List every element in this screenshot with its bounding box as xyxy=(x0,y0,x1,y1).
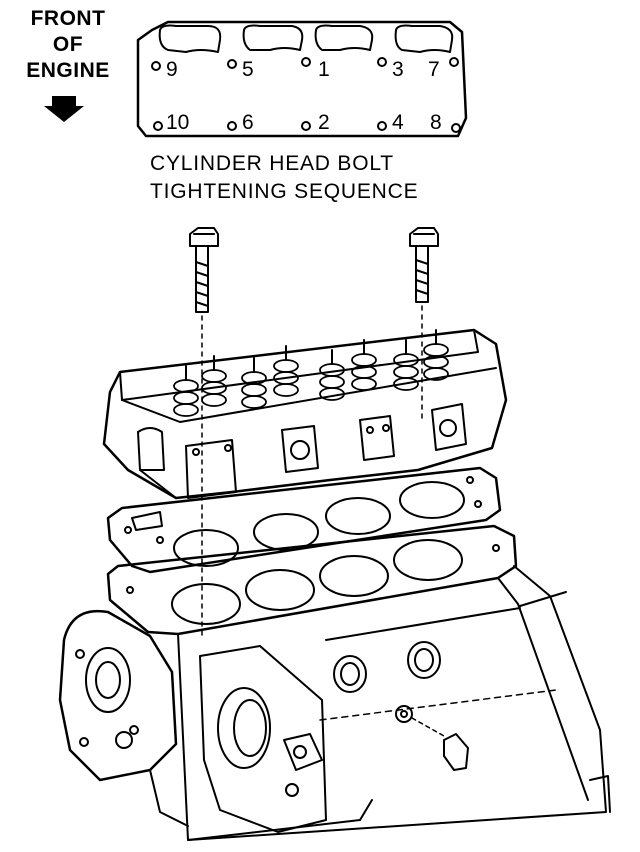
bolt-hole xyxy=(449,57,459,67)
bolt-icon xyxy=(409,227,439,303)
bolt-hole xyxy=(377,121,387,131)
port-outline xyxy=(314,24,374,51)
sequence-number: 9 xyxy=(166,58,178,81)
front-label-line3: ENGINE xyxy=(26,59,110,82)
caption-line1: CYLINDER HEAD BOLT xyxy=(150,152,394,175)
bolt-hole xyxy=(451,123,461,133)
sequence-number: 7 xyxy=(428,58,440,81)
bolt-hole xyxy=(227,121,237,131)
bolt-sequence-plate: 9 5 1 3 7 10 6 2 4 8 xyxy=(136,20,468,138)
diagram-caption: CYLINDER HEAD BOLT TIGHTENING SEQUENCE xyxy=(150,150,480,206)
bolt-hole xyxy=(153,121,163,131)
head-gasket xyxy=(106,466,502,574)
front-label-line1: FRONT xyxy=(30,7,106,30)
sequence-number: 8 xyxy=(430,111,442,134)
sequence-number: 2 xyxy=(318,111,330,134)
front-of-engine-label: FRONT OF ENGINE xyxy=(8,6,128,84)
sequence-number: 5 xyxy=(242,58,254,81)
cylinder-head xyxy=(102,328,508,500)
port-outline xyxy=(158,24,222,53)
bolt-hole xyxy=(301,121,311,131)
arrow-down-icon xyxy=(44,96,84,122)
bolt-hole xyxy=(377,57,387,67)
port-outline xyxy=(242,24,304,51)
sequence-number: 1 xyxy=(318,58,330,81)
sequence-number: 6 xyxy=(242,111,254,134)
sequence-number: 3 xyxy=(392,58,404,81)
bolt-hole xyxy=(151,61,161,71)
engine-block xyxy=(58,524,611,841)
sequence-number: 4 xyxy=(392,111,404,134)
sequence-number: 10 xyxy=(166,111,189,134)
port-outline xyxy=(394,24,454,53)
bolt-hole xyxy=(227,59,237,69)
bolt-hole xyxy=(301,57,311,67)
bolt-icon xyxy=(189,227,219,313)
caption-line2: TIGHTENING SEQUENCE xyxy=(150,180,419,203)
front-label-line2: OF xyxy=(52,33,84,56)
